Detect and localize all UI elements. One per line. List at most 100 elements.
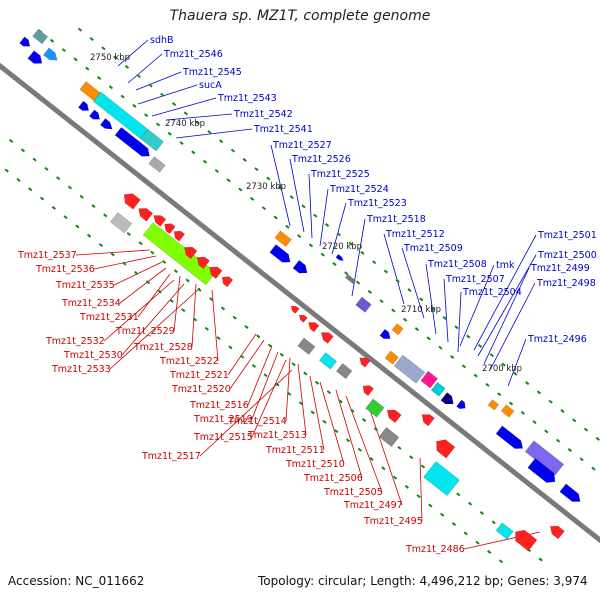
reverse-connector xyxy=(297,363,307,436)
forward-feature-shape xyxy=(274,230,292,247)
forward-feature xyxy=(500,404,515,418)
tick-mark xyxy=(85,66,90,71)
forward-gene-label: Tmz1t_2498 xyxy=(536,278,596,289)
tick-mark xyxy=(238,187,243,192)
tick-mark xyxy=(136,74,141,79)
tick-mark xyxy=(544,429,549,434)
tick-mark xyxy=(508,401,514,406)
reverse-gene-label: Tmz1t_2497 xyxy=(343,500,403,511)
reverse-feature-shape xyxy=(173,230,186,242)
tick-mark xyxy=(204,326,209,331)
tick-mark xyxy=(489,353,494,358)
forward-gene-label: Tmz1t_2499 xyxy=(530,263,590,274)
tick-mark xyxy=(416,494,421,499)
forward-feature xyxy=(269,244,291,263)
forward-gene-label: sucA xyxy=(199,80,222,91)
tick-mark xyxy=(334,429,339,434)
tick-mark xyxy=(148,83,153,88)
tick-mark xyxy=(289,195,294,200)
tick-mark xyxy=(404,484,410,489)
forward-feature xyxy=(274,230,292,247)
forward-gene-label: Tmz1t_2541 xyxy=(253,124,313,135)
forward-feature-shape xyxy=(114,126,150,157)
tick-mark xyxy=(209,297,214,302)
scale-label: 2750 kbp xyxy=(90,53,130,63)
forward-connector xyxy=(175,128,253,139)
tick-mark xyxy=(8,138,14,143)
reverse-gene-label: Tmz1t_2522 xyxy=(159,356,219,367)
tick-mark xyxy=(254,167,259,172)
scale-label: 2720 kbp xyxy=(322,242,362,252)
tick-mark xyxy=(77,27,83,32)
reverse-feature xyxy=(142,222,217,286)
reverse-gene-label: Tmz1t_2519 xyxy=(193,414,253,425)
tick-mark xyxy=(355,280,361,285)
forward-connector xyxy=(473,234,537,351)
forward-feature xyxy=(456,399,466,410)
tick-mark xyxy=(101,46,106,51)
tick-mark xyxy=(579,457,584,462)
tick-mark xyxy=(228,345,233,350)
tick-mark xyxy=(63,215,68,220)
forward-feature-shape xyxy=(379,328,391,339)
reverse-feature xyxy=(319,352,337,370)
tick-mark xyxy=(263,373,268,378)
reverse-feature-shape xyxy=(209,266,223,279)
forward-feature-shape xyxy=(487,399,500,411)
tick-mark xyxy=(279,352,284,357)
tick-mark xyxy=(501,362,506,367)
forward-gene-label: Tmz1t_2500 xyxy=(537,250,597,261)
tick-mark xyxy=(207,129,212,134)
tick-mark xyxy=(454,325,459,330)
tick-mark xyxy=(256,334,261,339)
forward-feature xyxy=(32,28,49,45)
reverse-connector xyxy=(103,279,175,342)
tick-mark xyxy=(232,315,237,320)
reverse-connector xyxy=(119,267,167,304)
tick-mark xyxy=(583,427,589,432)
forward-feature xyxy=(487,399,500,411)
tick-mark xyxy=(357,447,362,452)
tick-mark xyxy=(336,232,341,237)
reverse-feature-shape xyxy=(336,363,353,380)
reverse-feature-shape xyxy=(153,215,167,227)
tick-mark xyxy=(560,409,565,413)
forward-feature xyxy=(420,370,438,389)
reverse-feature-shape xyxy=(365,398,385,418)
forward-connector xyxy=(425,263,437,335)
reverse-gene-label: Tmz1t_2513 xyxy=(247,430,307,441)
tick-mark xyxy=(320,252,325,257)
tick-mark xyxy=(230,148,236,153)
tick-mark xyxy=(32,157,37,162)
forward-gene-label: Tmz1t_2527 xyxy=(272,140,332,151)
tick-mark xyxy=(126,231,131,236)
tick-mark xyxy=(134,270,139,275)
forward-gene-label: Tmz1t_2543 xyxy=(217,93,277,104)
tick-mark xyxy=(348,241,353,246)
tick-mark xyxy=(191,150,196,155)
reverse-connector xyxy=(109,287,201,370)
tick-mark xyxy=(97,75,102,80)
tick-mark xyxy=(379,299,384,304)
reverse-gene-label: Tmz1t_2520 xyxy=(171,384,231,395)
forward-feature-shape xyxy=(495,425,523,449)
tick-mark xyxy=(220,306,226,311)
reverse-feature xyxy=(164,223,176,235)
tick-mark xyxy=(555,438,561,443)
reverse-gene-label: Tmz1t_2528 xyxy=(133,342,193,353)
reverse-feature-shape xyxy=(320,332,334,344)
reverse-feature-shape xyxy=(196,256,210,270)
reverse-gene-label: Tmz1t_2521 xyxy=(169,370,229,381)
tick-mark xyxy=(322,419,327,424)
tick-mark xyxy=(171,102,177,107)
tick-mark xyxy=(420,464,426,469)
reverse-feature xyxy=(298,314,308,323)
reverse-connector xyxy=(309,375,325,451)
forward-gene-label: sdhB xyxy=(150,35,174,46)
tick-mark xyxy=(414,327,420,332)
reverse-connector xyxy=(199,369,293,457)
tick-mark xyxy=(273,215,278,220)
reverse-feature-shape xyxy=(308,322,320,333)
tick-mark xyxy=(297,234,302,239)
